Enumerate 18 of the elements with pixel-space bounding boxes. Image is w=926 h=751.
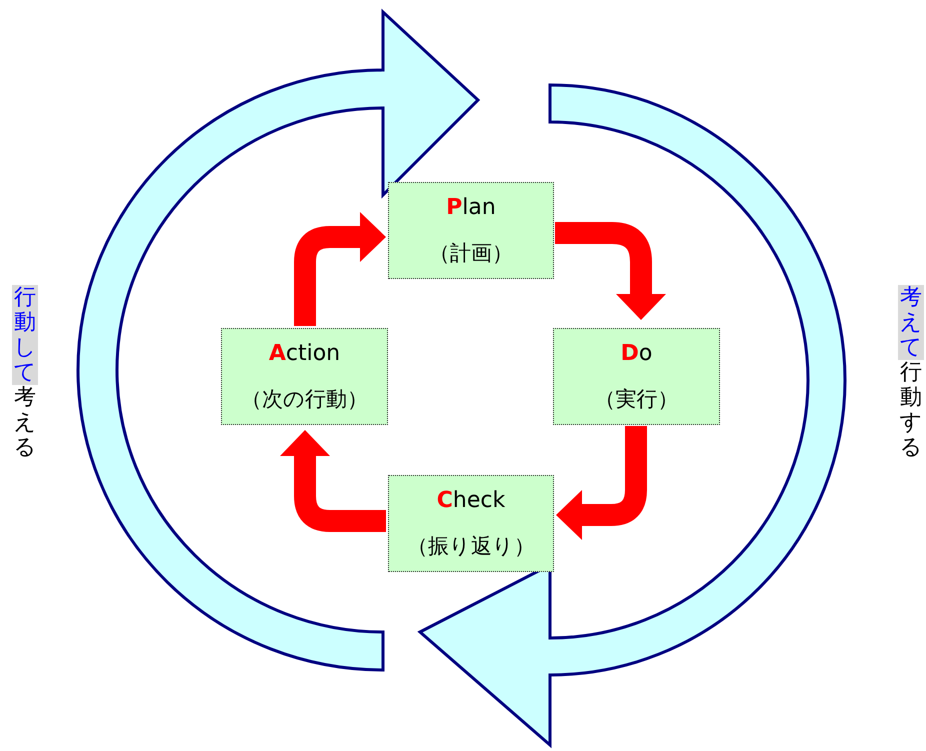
process-box [221, 328, 388, 425]
curved-arrow [294, 212, 386, 326]
stage-subtitle: （次の行動） [240, 386, 369, 413]
highlighted-phrase: 行動して [12, 285, 38, 385]
highlighted-phrase: 考えて [898, 285, 924, 360]
stage-subtitle: （計画） [428, 240, 514, 267]
stage-subtitle: （振り返り） [406, 533, 536, 560]
stage-title: Check [436, 488, 506, 513]
curved-arrow [556, 426, 647, 540]
side-phrase: 考える [12, 385, 38, 460]
process-box [553, 328, 720, 425]
process-box [388, 182, 554, 279]
stage-title: Plan [445, 195, 497, 220]
stage-subtitle: （実行） [594, 386, 680, 413]
side-phrase: 行動する [898, 360, 924, 460]
stage-title: Action [268, 341, 342, 366]
stage-title: Do [620, 341, 654, 366]
process-box [388, 475, 554, 572]
